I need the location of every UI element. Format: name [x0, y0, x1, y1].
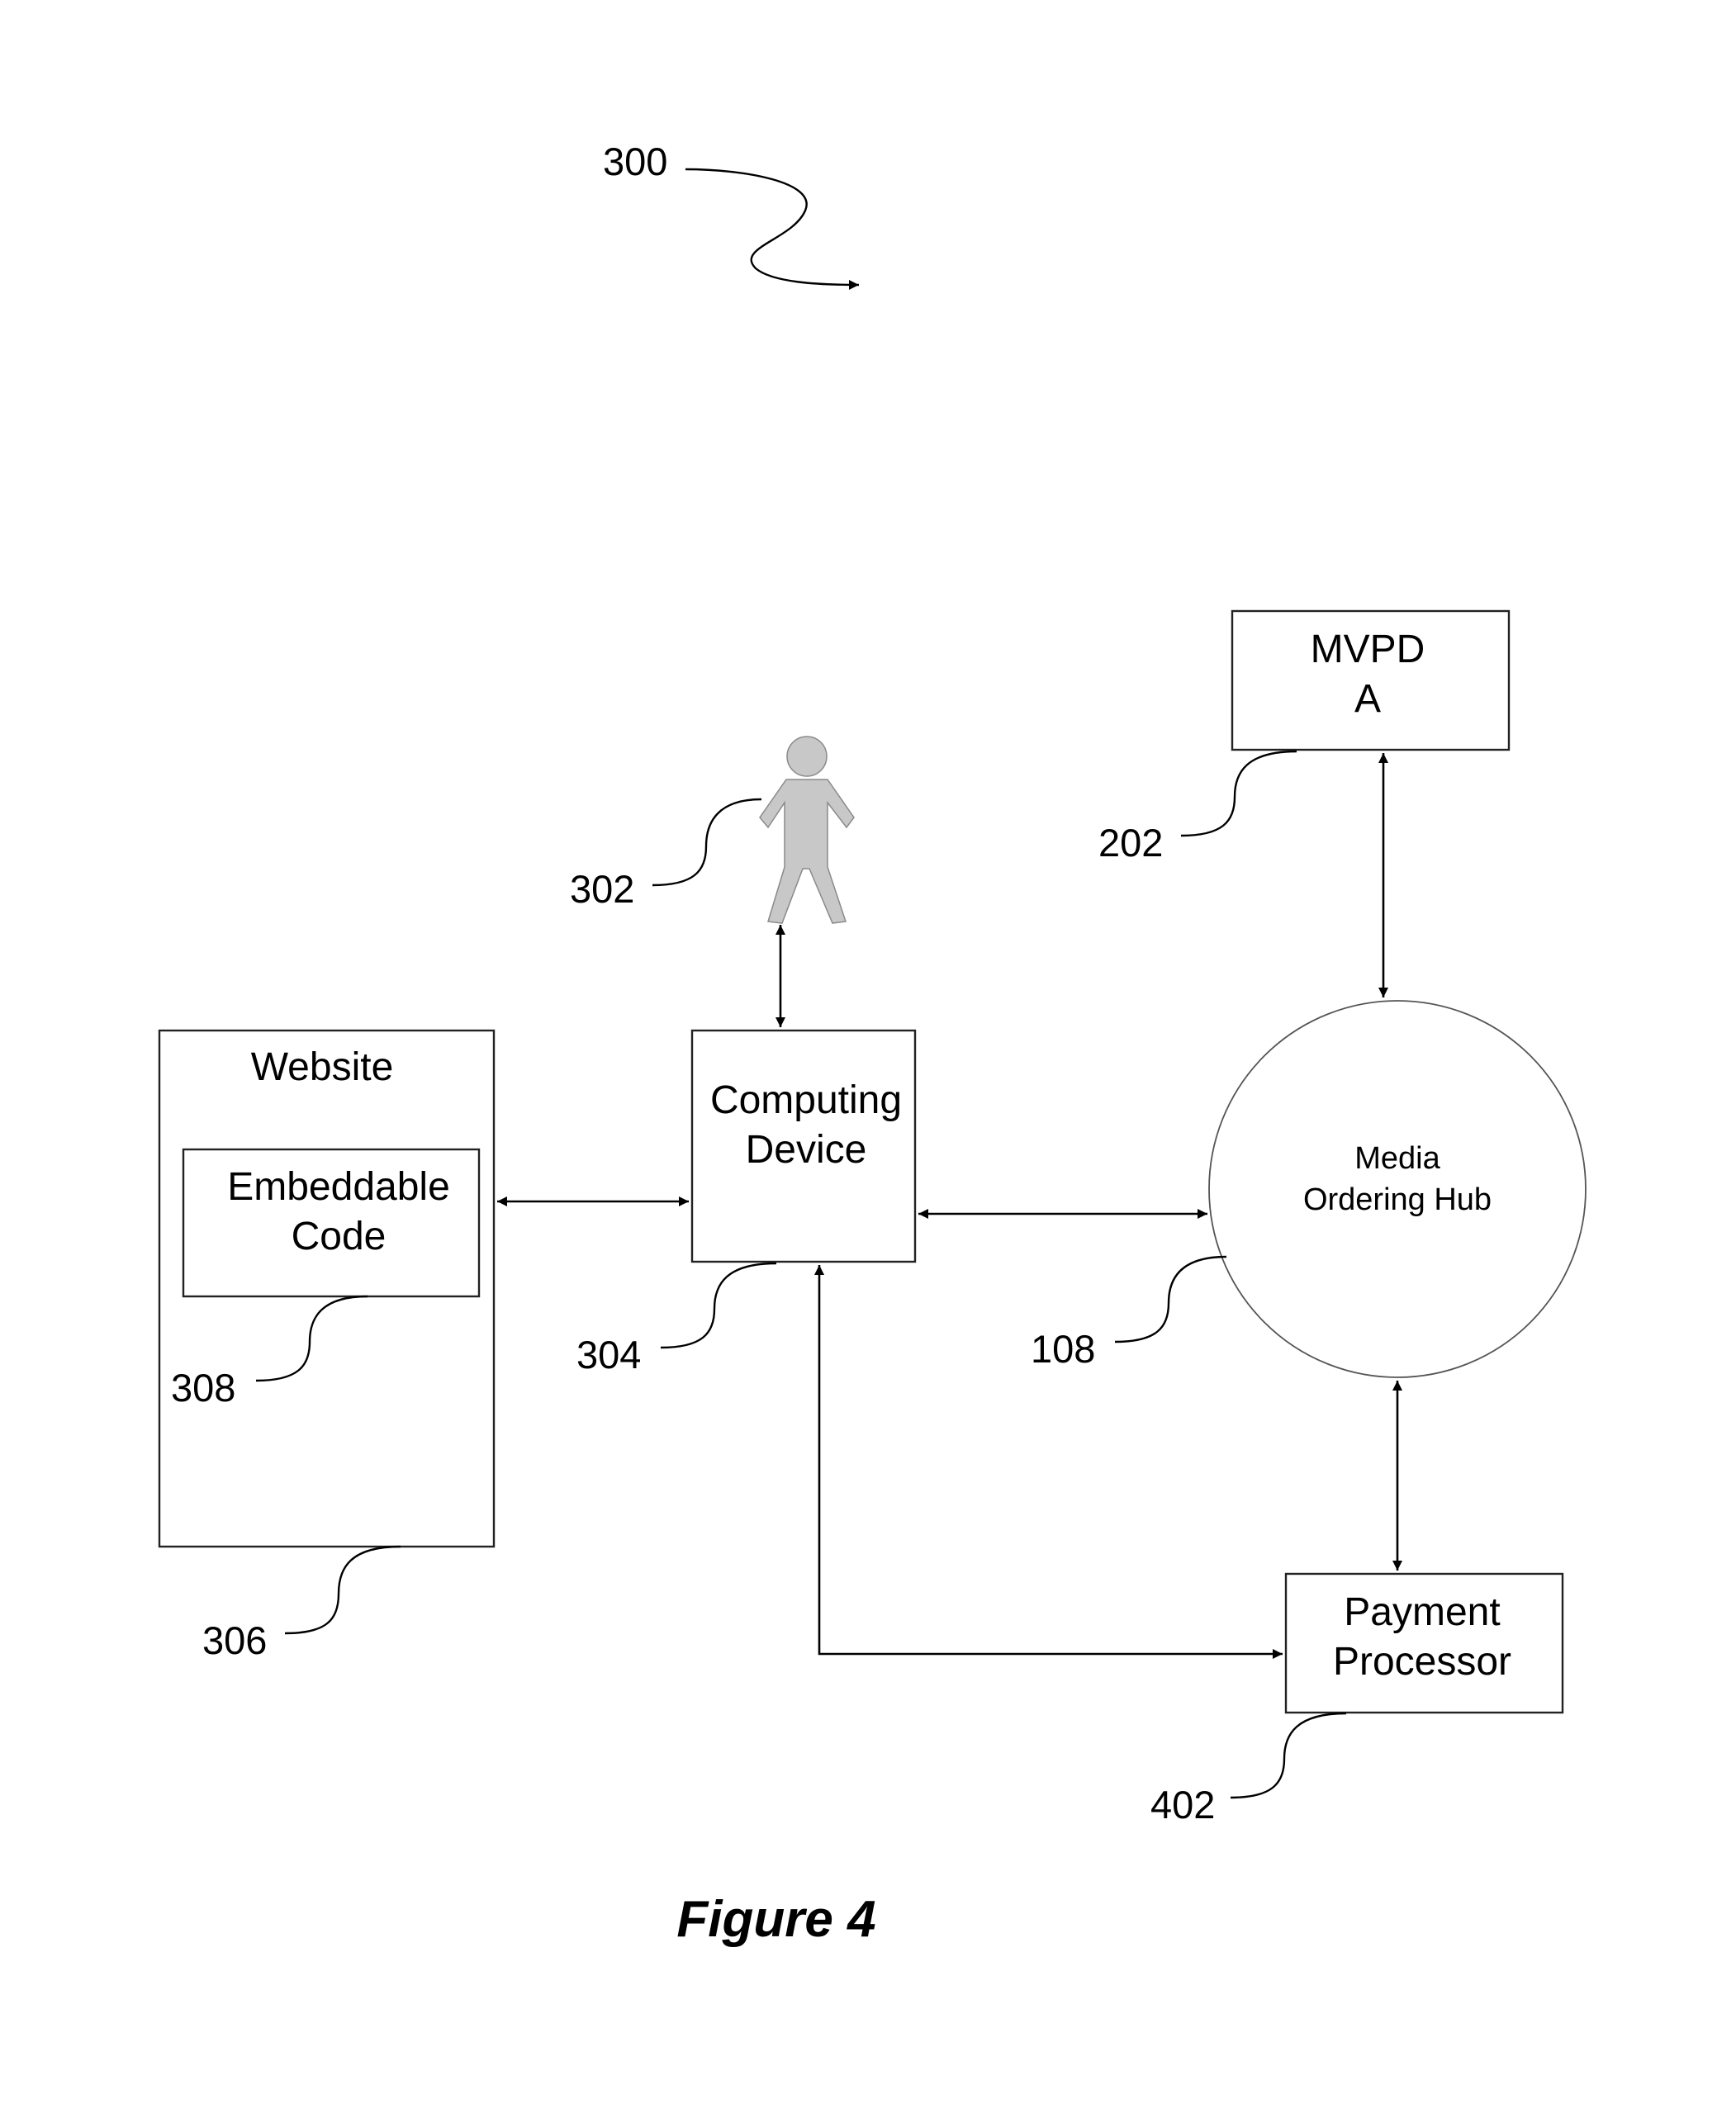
- mvpd-ref-leader: [1181, 751, 1297, 836]
- payment-processor-label-line1: Payment: [1344, 1590, 1500, 1634]
- user-ref-leader: [652, 799, 761, 885]
- user-ref-number: 302: [570, 867, 634, 911]
- payment-processor-ref-number: 402: [1150, 1783, 1215, 1827]
- figure-caption: Figure 4: [676, 1891, 875, 1948]
- media-ordering-hub-label-line1: Media: [1354, 1141, 1440, 1176]
- media-ordering-hub-ref-leader: [1115, 1257, 1226, 1342]
- person-icon: [760, 737, 854, 923]
- media-ordering-hub-label-line2: Ordering Hub: [1303, 1182, 1492, 1217]
- computing-device-ref-leader: [661, 1263, 776, 1348]
- website-title: Website: [251, 1045, 394, 1089]
- payment-processor-label-line2: Processor: [1333, 1640, 1511, 1684]
- embeddable-code-label-line1: Embeddable: [227, 1165, 450, 1209]
- figure-ref-squiggle: [685, 169, 859, 285]
- mvpd-ref-number: 202: [1098, 821, 1163, 865]
- website-ref-leader: [285, 1547, 401, 1633]
- media-ordering-hub-ref-number: 108: [1031, 1327, 1095, 1371]
- payment-processor-ref-leader: [1231, 1713, 1346, 1798]
- connector-computing-device-payment-processor: [819, 1265, 1283, 1654]
- computing-device-label-line1: Computing: [710, 1078, 902, 1122]
- computing-device-ref-number: 304: [576, 1333, 641, 1376]
- embeddable-code-ref-number: 308: [171, 1366, 235, 1410]
- mvpd-label-line2: A: [1354, 677, 1381, 721]
- mvpd-label-line1: MVPD: [1311, 628, 1425, 671]
- website-ref-number: 306: [202, 1618, 267, 1662]
- figure-ref-number: 300: [603, 140, 667, 183]
- computing-device-label-line2: Device: [746, 1128, 867, 1172]
- embeddable-code-label-line2: Code: [292, 1215, 387, 1258]
